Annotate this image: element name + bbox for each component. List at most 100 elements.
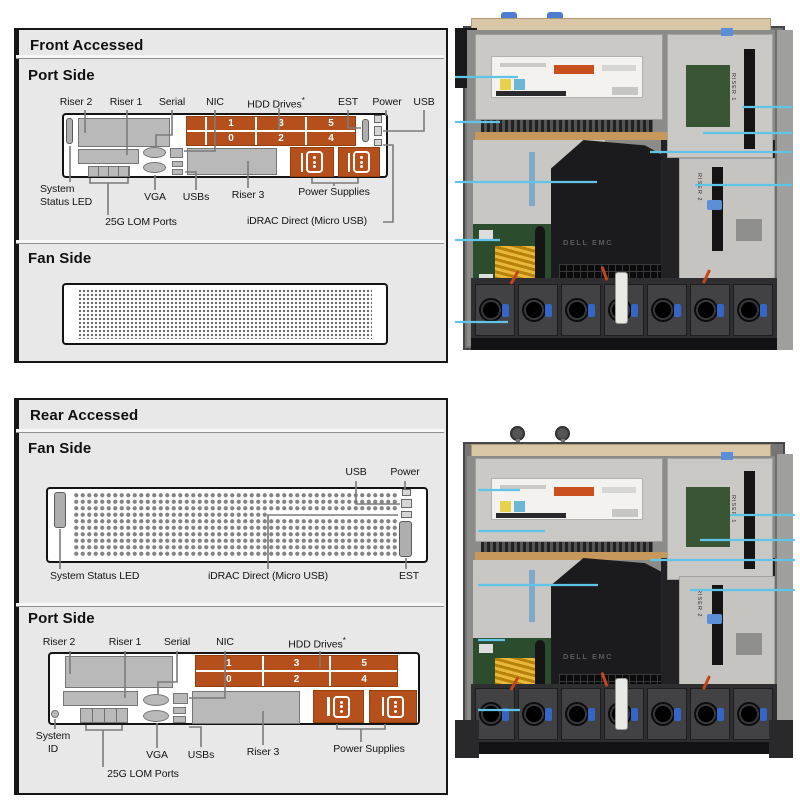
est-indicator xyxy=(399,521,412,557)
cooling-fan xyxy=(690,284,730,336)
rack-ear xyxy=(769,720,793,758)
vga-label: VGA xyxy=(144,191,166,203)
lom-ports xyxy=(88,166,130,177)
system-status-led-indicator xyxy=(54,492,66,528)
front-panel-title: Front Accessed xyxy=(30,37,144,54)
power-inlet-icon xyxy=(306,151,324,173)
system-status-led-label: System Status LED xyxy=(40,183,93,209)
riser1-label: Riser 1 xyxy=(108,636,142,648)
black-cable xyxy=(535,640,545,722)
riser2-text: RISER 2 xyxy=(696,589,702,618)
riser1-label: Riser 1 xyxy=(109,96,143,108)
vga-label: VGA xyxy=(146,749,168,761)
riser1-slot xyxy=(63,691,138,706)
riser3-slot xyxy=(192,691,300,724)
divider xyxy=(16,58,444,59)
usb-port-a xyxy=(172,161,183,167)
black-cable xyxy=(535,226,545,310)
idrac-label: iDRAC Direct (Micro USB) xyxy=(207,570,329,582)
riser1-slot xyxy=(78,149,139,164)
riser2-text: RISER 2 xyxy=(696,173,702,202)
usbs-label: USBs xyxy=(182,191,210,203)
label-text-bar xyxy=(612,87,638,95)
power-supply-2 xyxy=(338,147,380,177)
hdd-asterisk: * xyxy=(301,96,305,105)
hdd-drives-label: HDD Drives* xyxy=(247,96,305,112)
vga-port xyxy=(143,162,166,173)
riser1-text: RISER 1 xyxy=(730,73,736,102)
usb-label: USB xyxy=(345,466,367,478)
power-supply-1 xyxy=(313,690,364,723)
power-label: Power xyxy=(390,466,420,478)
label-sticker xyxy=(500,501,511,512)
system-id-label: System ID xyxy=(35,730,71,756)
usb-port xyxy=(401,499,412,508)
hdd-drives-text: HDD Drives xyxy=(288,638,343,651)
thumbscrew xyxy=(555,426,570,441)
system-status-led-label: System Status LED xyxy=(50,570,140,582)
divider xyxy=(16,606,444,607)
label-sticker xyxy=(514,501,525,512)
pdb-connector xyxy=(479,644,493,653)
cage-vent xyxy=(481,542,653,552)
cooling-fan xyxy=(475,688,515,740)
riser1-cage: RISER 1 xyxy=(667,34,773,158)
micro-usb-port xyxy=(401,511,412,518)
cage-cutout xyxy=(736,219,762,241)
pcie-slot xyxy=(744,471,755,569)
front-fan-side-title: Fan Side xyxy=(28,250,92,267)
cooling-fan xyxy=(647,688,687,740)
psu-bracket xyxy=(347,152,351,172)
hdd-cell: 1 xyxy=(226,657,232,669)
cooling-fan xyxy=(518,688,558,740)
chassis-bottom-rail xyxy=(471,338,777,350)
label-text-bar xyxy=(500,63,546,67)
label-text-bar xyxy=(602,487,636,493)
divider xyxy=(16,429,444,432)
usb-label: USB xyxy=(413,96,435,108)
hdd-drives-text: HDD Drives xyxy=(247,98,302,111)
rack-ear xyxy=(455,720,479,758)
mesh-gap xyxy=(268,511,398,519)
pcie-slot xyxy=(744,49,755,149)
chassis-bottom-rail xyxy=(471,742,777,754)
hdd-cell: 4 xyxy=(305,132,355,145)
cooling-fan xyxy=(647,284,687,336)
hdd-row-top: 1 3 5 xyxy=(196,656,397,670)
hdd-cell: 2 xyxy=(255,132,305,145)
riser2-slot xyxy=(65,656,173,688)
usb-port-b xyxy=(173,716,186,723)
power-inlet-icon xyxy=(353,151,371,173)
fan-cage-handle xyxy=(615,678,628,730)
hdd-cell: 2 xyxy=(261,672,330,686)
est-label: EST xyxy=(337,96,359,108)
cooling-fan xyxy=(733,284,773,336)
divider xyxy=(16,603,444,606)
blue-latch xyxy=(707,200,722,210)
label-text-bar xyxy=(500,485,546,489)
psu-bracket xyxy=(300,152,304,172)
system-status-led-indicator xyxy=(66,118,73,144)
blue-latch xyxy=(721,28,733,36)
cage-vent xyxy=(481,120,653,132)
blue-cable xyxy=(529,152,535,206)
psu-bracket xyxy=(381,697,385,716)
fan-mesh xyxy=(73,492,397,558)
rear-port-side-title: Port Side xyxy=(28,610,95,627)
hdd-filler xyxy=(187,117,207,130)
power-inlet-icon xyxy=(332,695,350,718)
fan-mesh xyxy=(78,289,372,339)
lom-ports-label: 25G LOM Ports xyxy=(105,216,177,228)
usb-port-a xyxy=(173,707,186,714)
riser-pcb xyxy=(686,487,730,547)
usb-port-b xyxy=(172,169,183,175)
fan-cage-handle xyxy=(615,272,628,324)
hdd-filler xyxy=(187,132,207,145)
hdd-drives-label: HDD Drives* xyxy=(288,636,346,652)
usb-port xyxy=(374,126,382,136)
hdd-cell: 0 xyxy=(228,133,234,144)
cage-cutout xyxy=(736,633,762,655)
server-interior-photo-rear: DELL EMC RISER 1 RISER 2 xyxy=(455,424,793,768)
nic-port xyxy=(173,693,188,704)
hdd-cell: 4 xyxy=(329,672,397,686)
